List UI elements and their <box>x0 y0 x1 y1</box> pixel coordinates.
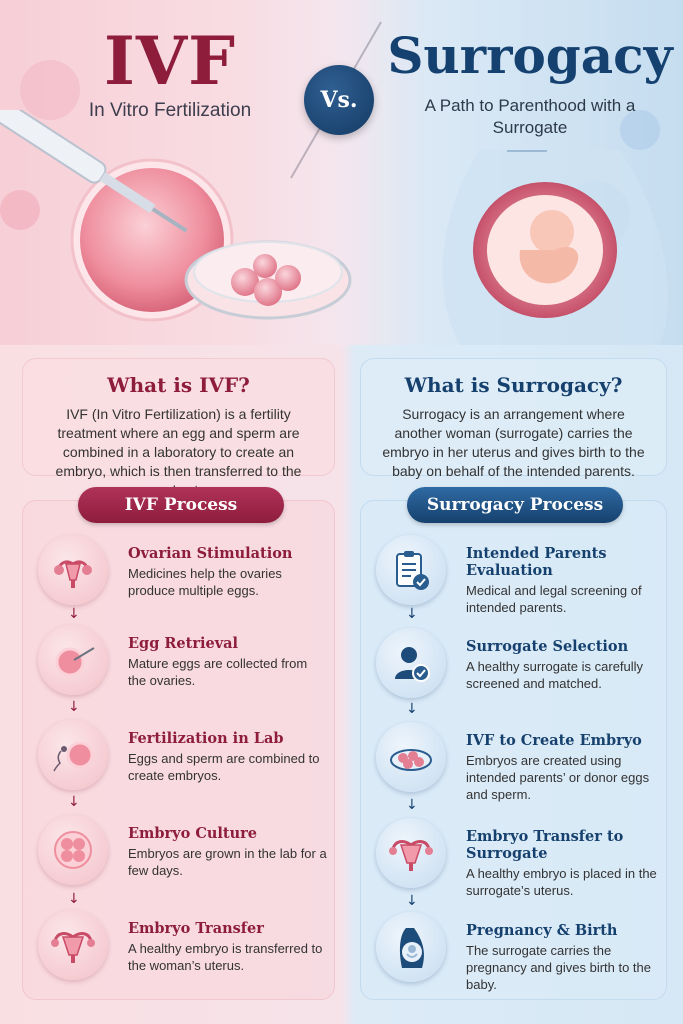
step-description: A healthy embryo is transferred to the w… <box>128 941 323 973</box>
ivf-step: Fertilization in Lab Eggs and sperm are … <box>38 720 328 790</box>
step-description: Eggs and sperm are combined to create em… <box>128 751 320 783</box>
surrogacy-step: IVF to Create Embryo Embryos are created… <box>376 722 666 803</box>
egg-retrieval-icon <box>38 625 108 695</box>
ivf-intro-heading: What is IVF? <box>107 373 250 397</box>
embryo-cells-icon <box>38 815 108 885</box>
ivf-lab-illustration <box>0 110 352 322</box>
ivf-process-label: IVF Process <box>78 487 284 523</box>
ivf-step: Ovarian Stimulation Medicines help the o… <box>38 535 328 605</box>
surrogacy-subtitle: A Path to Parenthood with a Surrogate <box>424 96 636 137</box>
step-description: A healthy embryo is placed in the surrog… <box>466 866 657 898</box>
step-description: A healthy surrogate is carefully screene… <box>466 659 644 691</box>
checklist-icon <box>376 535 446 605</box>
ivf-step: Embryo Culture Embryos are grown in the … <box>38 815 328 885</box>
step-description: Medicines help the ovaries produce multi… <box>128 566 282 598</box>
ovary-icon <box>38 535 108 605</box>
down-arrow-icon: ↓ <box>68 891 80 907</box>
bokeh-decoration <box>0 190 40 230</box>
surrogacy-process-label: Surrogacy Process <box>407 487 623 523</box>
bokeh-decoration <box>20 60 80 120</box>
surrogacy-pregnancy-illustration <box>442 150 668 345</box>
step-title: Embryo Transfer <box>128 920 264 937</box>
ivf-title: IVF <box>104 22 236 100</box>
step-title: Intended Parents Evaluation <box>466 545 607 579</box>
hero-banner: IVF In Vitro Fertilization Vs. Surrogacy… <box>0 0 683 345</box>
ivf-subtitle: In Vitro Fertilization <box>88 100 252 121</box>
surrogacy-step: Embryo Transfer to Surrogate A healthy e… <box>376 818 666 899</box>
step-description: The surrogate carries the pregnancy and … <box>466 943 652 992</box>
step-title: Fertilization in Lab <box>128 730 284 747</box>
step-title: Embryo Transfer to Surrogate <box>466 828 624 862</box>
step-title: IVF to Create Embryo <box>466 732 642 749</box>
step-description: Mature eggs are collected from the ovari… <box>128 656 308 688</box>
uterus-icon <box>38 910 108 980</box>
down-arrow-icon: ↓ <box>406 893 418 909</box>
down-arrow-icon: ↓ <box>406 797 418 813</box>
surrogacy-title: Surrogacy <box>387 26 673 85</box>
ivf-step: Egg Retrieval Mature eggs are collected … <box>38 625 328 695</box>
surrogacy-intro-card: What is Surrogacy? Surrogacy is an arran… <box>360 358 667 479</box>
step-title: Embryo Culture <box>128 825 258 842</box>
vs-badge: Vs. <box>304 65 374 135</box>
surrogacy-step: Intended Parents Evaluation Medical and … <box>376 535 666 616</box>
ivf-step: Embryo Transfer A healthy embryo is tran… <box>38 910 328 980</box>
step-title: Egg Retrieval <box>128 635 239 652</box>
down-arrow-icon: ↓ <box>406 701 418 717</box>
ivf-intro-card: What is IVF? IVF (In Vitro Fertilization… <box>22 358 335 498</box>
down-arrow-icon: ↓ <box>68 699 80 715</box>
person-check-icon <box>376 628 446 698</box>
surrogacy-step: Surrogate Selection A healthy surrogate … <box>376 628 666 698</box>
bokeh-decoration <box>620 110 660 150</box>
step-title: Pregnancy & Birth <box>466 922 618 939</box>
step-description: Embryos are created using intended paren… <box>466 753 650 802</box>
step-description: Medical and legal screening of intended … <box>466 583 642 615</box>
uterus-icon <box>376 818 446 888</box>
ivf-intro-body: IVF (In Vitro Fertilization) is a fertil… <box>55 406 302 498</box>
down-arrow-icon: ↓ <box>68 794 80 810</box>
surrogacy-intro-body: Surrogacy is an arrangement where anothe… <box>382 406 645 479</box>
step-description: Embryos are grown in the lab for a few d… <box>128 846 327 878</box>
pregnant-woman-icon <box>376 912 446 982</box>
surrogacy-intro-heading: What is Surrogacy? <box>404 373 623 397</box>
step-title: Surrogate Selection <box>466 638 629 655</box>
petri-dish-icon <box>376 722 446 792</box>
down-arrow-icon: ↓ <box>68 606 80 622</box>
sperm-egg-icon <box>38 720 108 790</box>
surrogacy-step: Pregnancy & Birth The surrogate carries … <box>376 912 666 993</box>
down-arrow-icon: ↓ <box>406 606 418 622</box>
step-title: Ovarian Stimulation <box>128 545 293 562</box>
